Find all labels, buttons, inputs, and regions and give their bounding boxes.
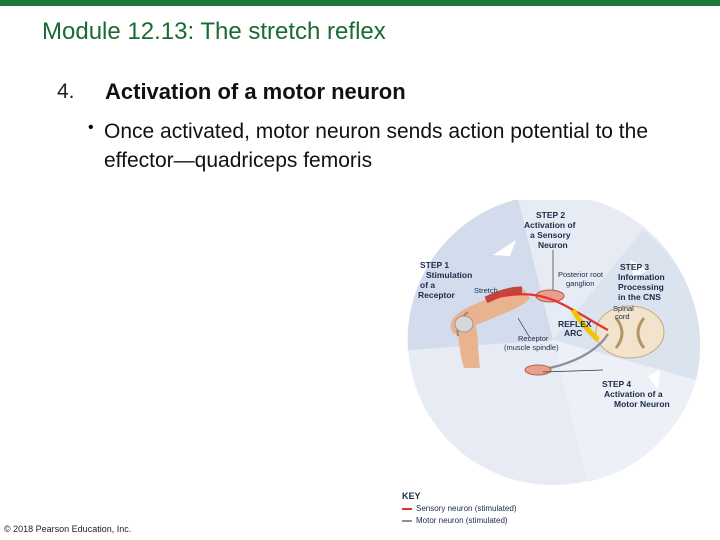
- cycle-segment-3: [553, 230, 701, 380]
- cycle-arrow-3: [648, 370, 660, 390]
- spinal-cord-line1: Spinal: [613, 304, 634, 313]
- reflex-arc-line2: ARC: [564, 328, 582, 338]
- receptor-line2: (muscle spindle): [504, 343, 559, 352]
- motor-swatch: [402, 519, 412, 522]
- step4-line1: STEP 4: [602, 379, 631, 389]
- step1-line1: STEP 1: [420, 260, 449, 270]
- key-sensory-row: Sensory neuron (stimulated): [402, 504, 517, 513]
- reflex-arc-line1: REFLEX: [558, 319, 592, 329]
- key-sensory-label: Sensory neuron (stimulated): [416, 504, 517, 513]
- key-motor-row: Motor neuron (stimulated): [402, 516, 508, 525]
- cycle-segment-4: [553, 340, 696, 482]
- step4-line3: Motor Neuron: [614, 399, 670, 409]
- cycle-arrow-1: [493, 240, 516, 256]
- sensory-neuron-path: [491, 293, 609, 331]
- step1-line4: Receptor: [418, 290, 456, 300]
- posterior-root-line2: ganglion: [566, 279, 594, 288]
- step2-line1: STEP 2: [536, 210, 565, 220]
- copyright: © 2018 Pearson Education, Inc.: [4, 524, 132, 534]
- slide-title: Module 12.13: The stretch reflex: [42, 18, 386, 45]
- reflex-arc-arrow: [570, 308, 600, 342]
- leg-illustration: [450, 286, 530, 368]
- key-motor-label: Motor neuron (stimulated): [416, 516, 508, 525]
- posterior-root-line1: Posterior root: [558, 270, 604, 279]
- receptor-line1: Receptor: [518, 334, 549, 343]
- step3-line4: in the CNS: [618, 292, 661, 302]
- stretch-reflex-diagram: STEP 2 Activation of a Sensory Neuron ST…: [407, 200, 701, 485]
- key-title: KEY: [402, 491, 421, 501]
- sensory-swatch: [402, 507, 412, 510]
- top-accent-bar: [0, 0, 720, 6]
- heading-text: Activation of a motor neuron: [105, 79, 406, 104]
- effector-muscle: [524, 364, 552, 376]
- step2-line3: a Sensory: [530, 230, 571, 240]
- step3-line3: Processing: [618, 282, 664, 292]
- step1-line3: of a: [420, 280, 435, 290]
- step3-line2: Information: [618, 272, 665, 282]
- spinal-cord-illustration: [535, 289, 665, 359]
- spinal-cord-line2: cord: [615, 312, 630, 321]
- step1-line2: Stimulation: [426, 270, 472, 280]
- stretch-label: Stretch: [474, 286, 498, 295]
- heading-number: 4.: [57, 80, 75, 103]
- cycle-segment-1: [407, 200, 553, 350]
- step3-line1: STEP 3: [620, 262, 649, 272]
- step4-line2: Activation of a: [604, 389, 663, 399]
- cycle-arrow-2: [630, 260, 648, 278]
- bullet-icon: •: [88, 119, 94, 136]
- step2-line4: Neuron: [538, 240, 568, 250]
- bullet-text: Once activated, motor neuron sends actio…: [104, 120, 649, 172]
- step2-line2: Activation of: [524, 220, 576, 230]
